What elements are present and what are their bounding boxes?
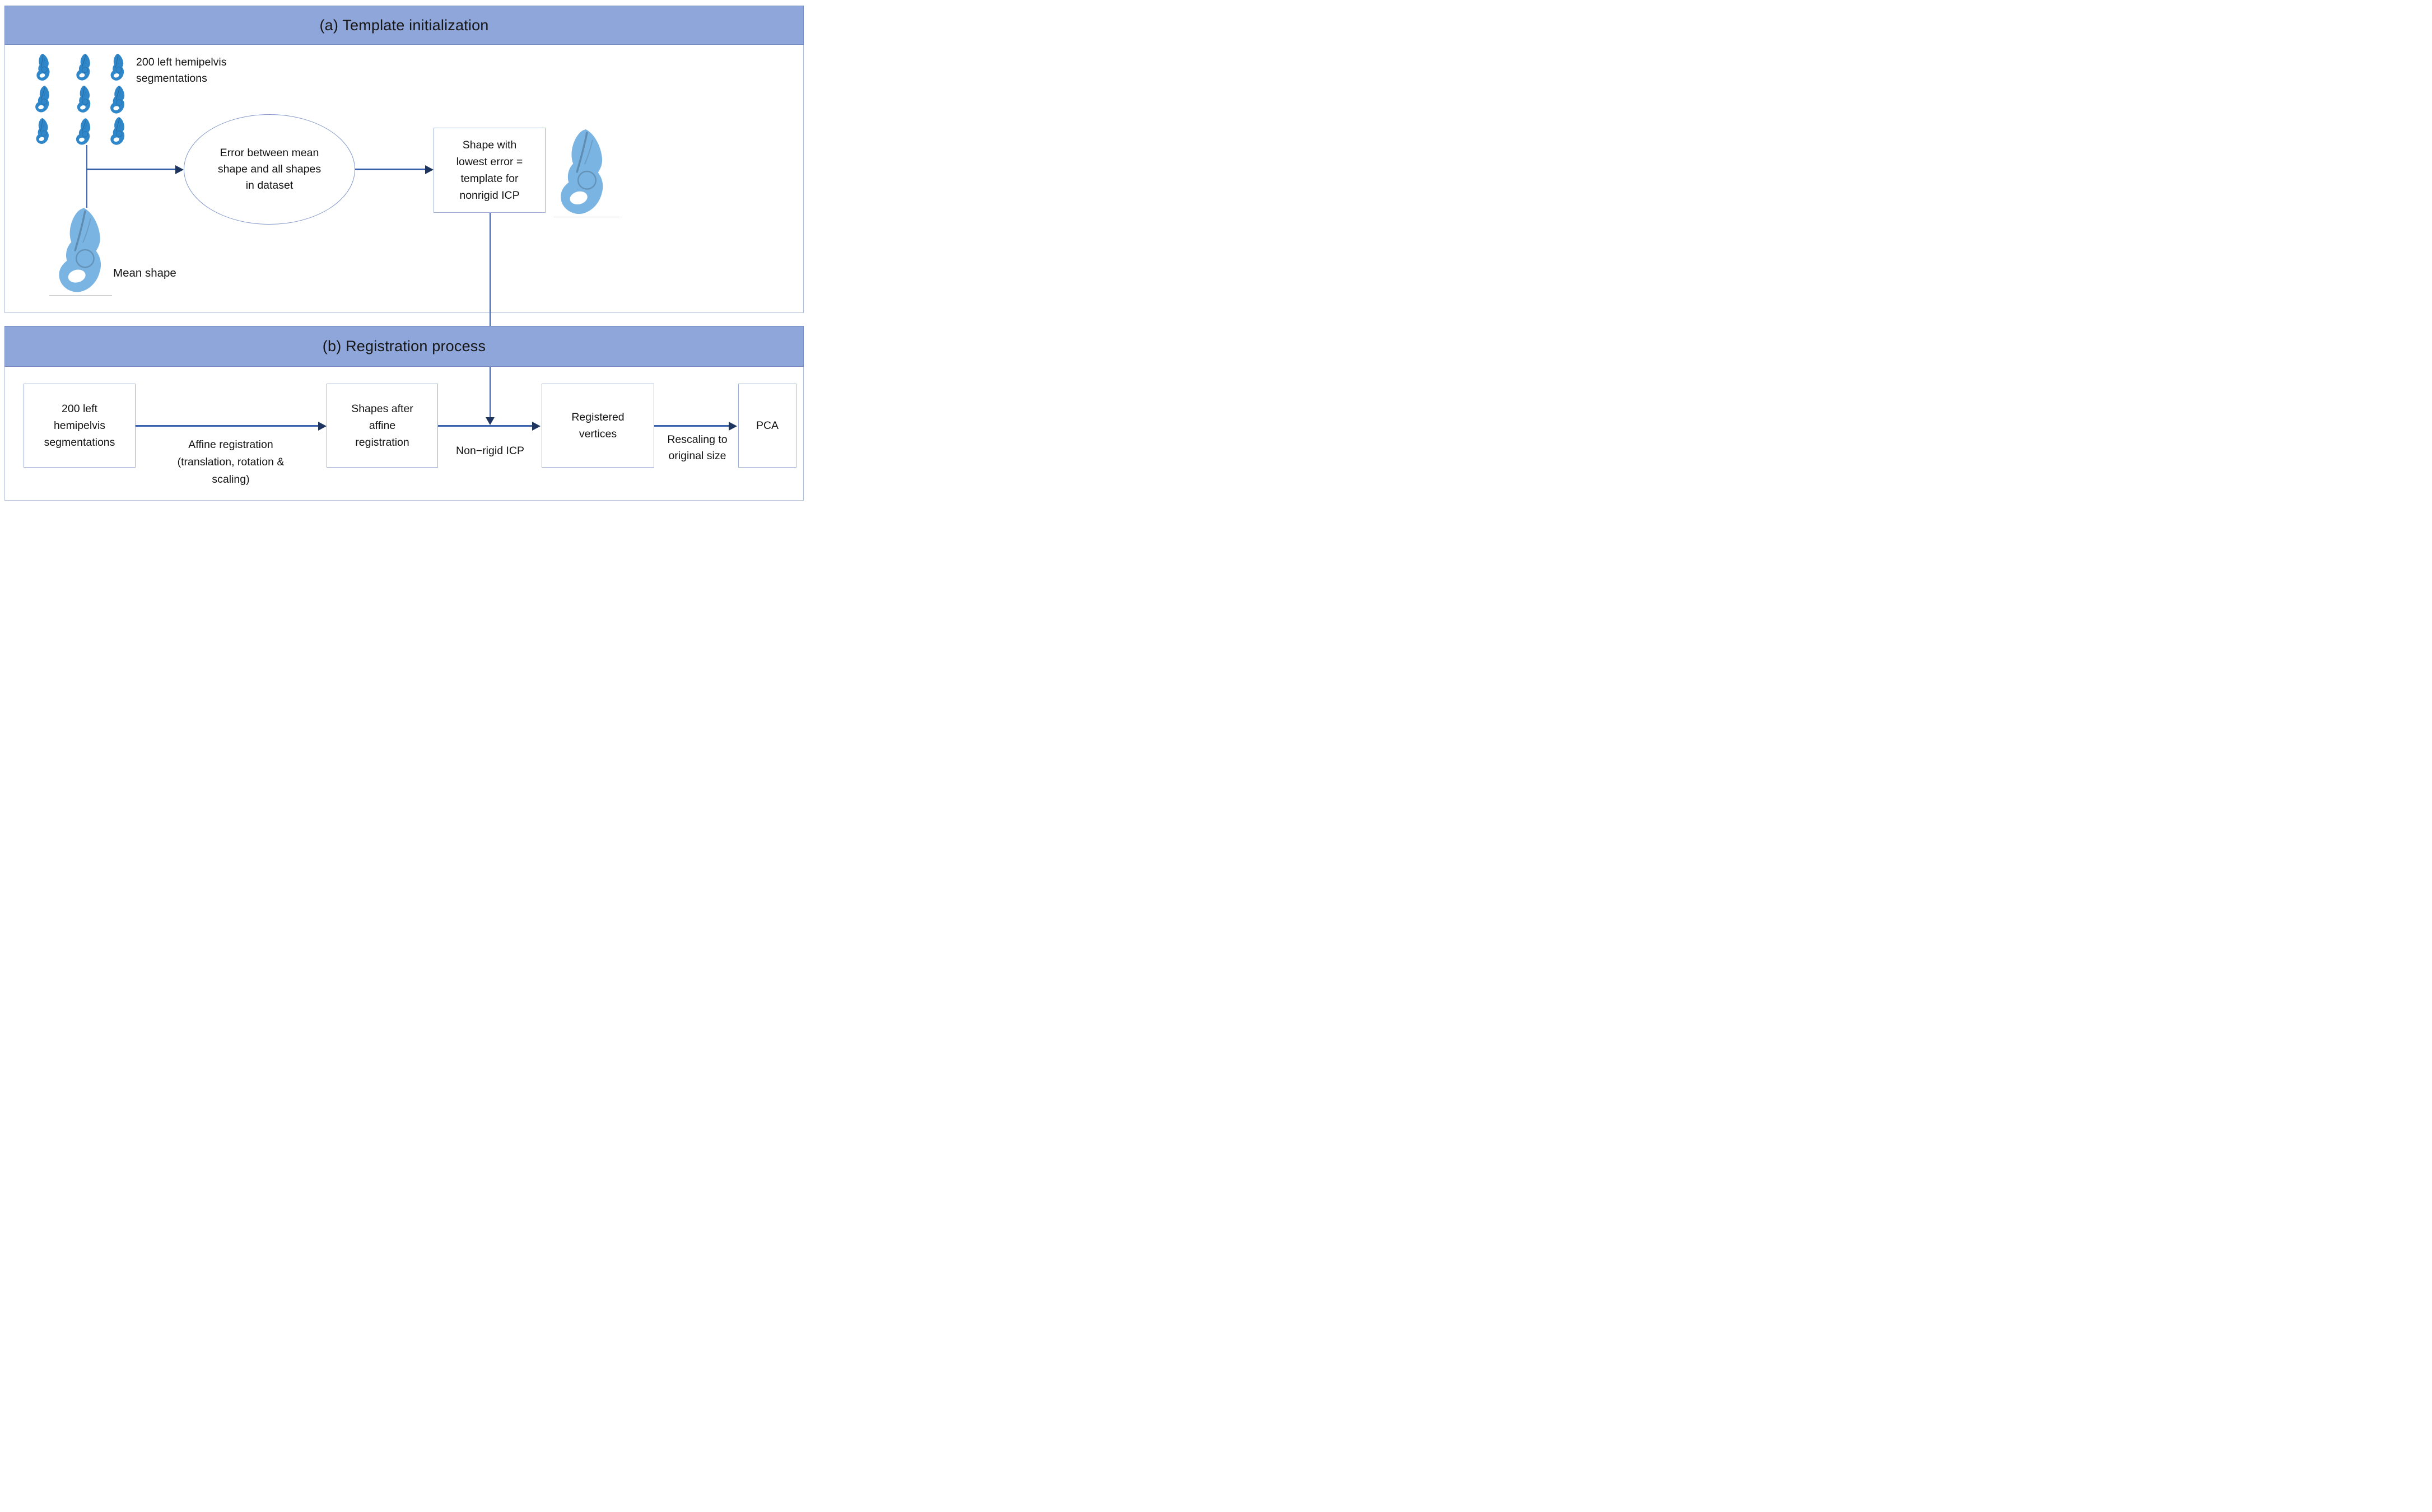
- hemipelvis-segmentation-icon: [34, 117, 50, 145]
- nonrigid-icp-label: Non−rigid ICP: [456, 445, 524, 457]
- affine-label-line: Affine registration: [188, 438, 273, 451]
- panel-b-body: [4, 367, 804, 501]
- registered-box-line: Registered: [571, 410, 625, 423]
- hemipelvis-segmentation-icon: [76, 53, 91, 81]
- panel-b-banner: (b) Registration process: [4, 326, 804, 367]
- source-segmentations-box: 200 left hemipelvis segmentations: [24, 384, 136, 468]
- template-box-line: lowest error =: [456, 155, 523, 168]
- rescaling-label-line: original size: [668, 450, 726, 463]
- registered-box-line: vertices: [579, 428, 617, 440]
- rescaling-label-line: Rescaling to: [667, 433, 728, 446]
- affine-box-line: affine: [369, 419, 396, 432]
- arrowhead-right-icon: [425, 165, 434, 174]
- dataset-count-label-line: 200 left hemipelvis: [136, 56, 227, 68]
- template-box-line: template for: [460, 172, 519, 185]
- affine-box-line: Shapes after: [351, 402, 413, 415]
- ellipse-to-template-arrow: [355, 169, 425, 170]
- template-to-nonrigid-connector: [489, 213, 491, 417]
- grid-to-ellipse-arrow: [86, 169, 176, 170]
- pca-box-label: PCA: [756, 419, 779, 432]
- hemipelvis-segmentation-icon: [34, 53, 51, 82]
- template-box-node: Shape with lowest error = template for n…: [434, 128, 546, 213]
- mean-shape-label: Mean shape: [113, 267, 176, 279]
- panel-a-title: (a) Template initialization: [319, 16, 489, 34]
- ellipse-text-line: shape and all shapes: [217, 162, 322, 175]
- hemipelvis-segmentation-icon: [34, 85, 51, 114]
- panel-b-title: (b) Registration process: [322, 338, 486, 354]
- source-box-line: segmentations: [44, 436, 115, 449]
- mean-shape-mesh-icon: [58, 207, 102, 293]
- affine-registration-label: Affine registration (translation, rotati…: [147, 436, 315, 489]
- hemipelvis-segmentation-icon: [76, 85, 91, 113]
- mean-shape-baseline: [49, 295, 112, 296]
- template-box-line: nonrigid ICP: [459, 189, 520, 202]
- panel-a-banner: (a) Template initialization: [4, 6, 804, 45]
- dataset-count-label: 200 left hemipelvis segmentations: [136, 54, 227, 87]
- arrowhead-right-icon: [175, 165, 184, 174]
- hemipelvis-segmentation-icon: [110, 116, 125, 146]
- figure-canvas: (a) Template initialization 200 left hem…: [0, 0, 810, 504]
- template-box-line: Shape with: [462, 138, 517, 151]
- nonrigid-icp-arrow: [438, 425, 532, 427]
- rescaling-label: Rescaling to original size: [654, 432, 740, 465]
- ellipse-text-line: Error between mean: [220, 146, 319, 159]
- ellipse-text-line: in dataset: [245, 179, 293, 192]
- grid-to-meanshape-connector: [86, 145, 87, 208]
- affine-shapes-box: Shapes after affine registration: [327, 384, 438, 468]
- source-box-line: 200 left: [62, 402, 97, 415]
- hemipelvis-segmentation-icon: [75, 117, 92, 146]
- source-box-line: hemipelvis: [53, 419, 106, 432]
- affine-registration-arrow: [136, 425, 318, 427]
- rescaling-arrow: [654, 425, 729, 427]
- error-ellipse-node: Error between mean shape and all shapes …: [184, 114, 355, 225]
- dataset-count-label-line: segmentations: [136, 72, 207, 85]
- affine-label-line: scaling): [212, 473, 250, 486]
- arrowhead-right-icon: [729, 421, 737, 431]
- affine-label-line: (translation, rotation &: [177, 456, 285, 469]
- pca-box: PCA: [738, 384, 796, 468]
- hemipelvis-segmentation-icon: [110, 85, 125, 114]
- panel-a-body: [4, 45, 804, 313]
- arrowhead-right-icon: [318, 421, 327, 431]
- template-shape-mesh-icon: [560, 128, 604, 215]
- arrowhead-right-icon: [532, 421, 541, 431]
- arrowhead-down-icon: [485, 417, 495, 425]
- affine-box-line: registration: [355, 436, 409, 449]
- hemipelvis-segmentation-icon: [109, 53, 125, 81]
- registered-vertices-box: Registered vertices: [542, 384, 654, 468]
